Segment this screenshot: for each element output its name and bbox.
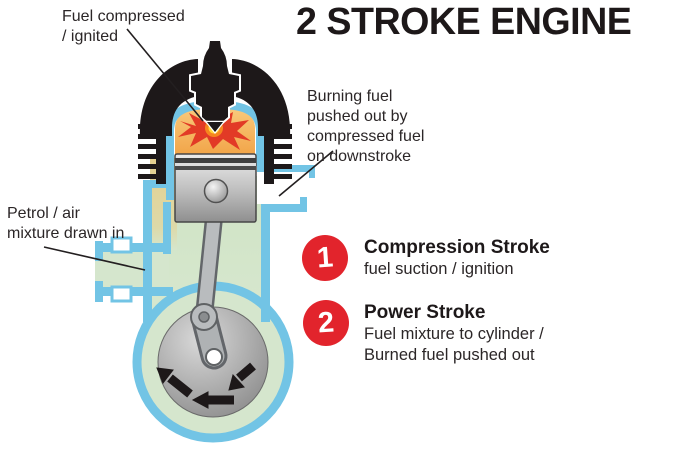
step-1-heading: Compression Stroke	[364, 237, 550, 258]
step-2-heading: Power Stroke	[364, 302, 486, 323]
leader-petrol-air	[43, 246, 146, 271]
wrist-pin	[203, 178, 229, 204]
step-2-number: 2	[316, 305, 336, 340]
step-1-description: fuel suction / ignition	[364, 260, 514, 278]
callout-burning-fuel: Burning fuel pushed out by compressed fu…	[307, 88, 425, 165]
step-1-number: 1	[315, 240, 335, 275]
step-2-badge: 2	[303, 300, 349, 346]
step-1-text: Compression Stroke fuel suction / igniti…	[364, 236, 550, 280]
intake-reed-notches	[110, 236, 133, 303]
crankshaft-center-pin	[205, 348, 223, 366]
rotation-arrows-icon	[156, 362, 256, 409]
cooling-fins	[138, 122, 292, 184]
callout-petrol-air: Petrol / air mixture drawn in	[7, 205, 125, 242]
page-title: 2 STROKE ENGINE	[296, 1, 632, 43]
cylinder-head	[139, 59, 291, 136]
leader-burning-fuel	[278, 150, 334, 197]
spark-plug-icon	[189, 39, 241, 135]
piston	[174, 153, 257, 223]
callout-leader-lines	[43, 28, 334, 271]
callout-fuel-compressed: Fuel compressed / ignited	[62, 8, 185, 45]
step-2-description: Fuel mixture to cylinder / Burned fuel p…	[364, 325, 544, 364]
step-1-badge: 1	[302, 235, 348, 281]
leader-fuel-compressed	[126, 28, 204, 122]
step-2-text: Power Stroke Fuel mixture to cylinder / …	[364, 301, 544, 366]
